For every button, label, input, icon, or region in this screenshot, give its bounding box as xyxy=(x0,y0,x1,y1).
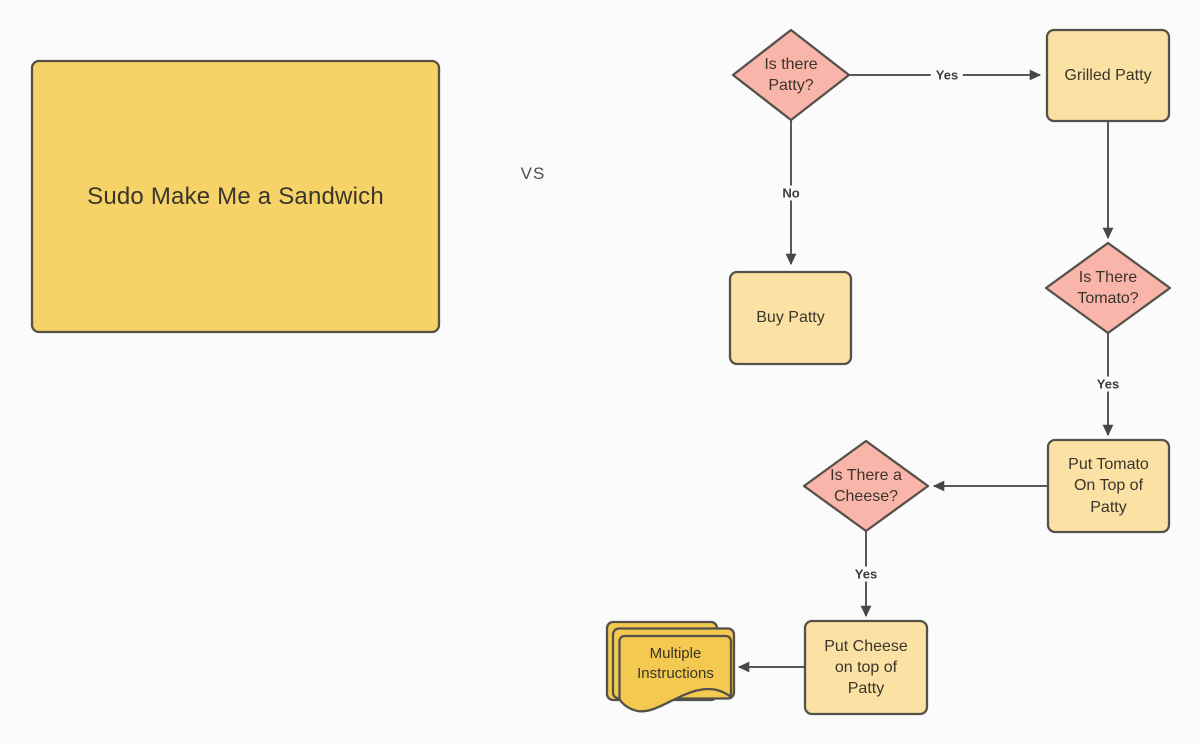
edge-label-patty-no: No xyxy=(777,185,805,201)
put-cheese-label: Put Cheese on top of Patty xyxy=(824,637,908,698)
node-is-there-patty xyxy=(731,28,851,122)
is-there-patty-label: Is there Patty? xyxy=(764,55,818,94)
edge-label-patty-yes: Yes xyxy=(930,67,964,83)
node-is-there-tomato xyxy=(1044,241,1172,335)
edge-label-cheese-yes: Yes xyxy=(849,566,883,582)
is-there-tomato-label: Is There Tomato? xyxy=(1077,268,1139,307)
is-there-cheese-label: Is There a Cheese? xyxy=(830,466,902,505)
edge-label-tomato-yes: Yes xyxy=(1091,376,1125,392)
shapes-group xyxy=(30,28,1172,716)
node-put-tomato xyxy=(1046,438,1171,534)
document-front-page-icon xyxy=(618,634,733,713)
buy-patty-label: Buy Patty xyxy=(756,309,825,327)
node-is-there-cheese xyxy=(802,439,930,533)
node-sudo-box xyxy=(30,59,441,334)
node-multiple-instructions xyxy=(605,620,736,713)
put-tomato-label: Put Tomato On Top of Patty xyxy=(1068,456,1149,516)
sudo-box-label: Sudo Make Me a Sandwich xyxy=(87,182,384,210)
grilled-patty-label: Grilled Patty xyxy=(1064,66,1152,84)
multiple-instructions-label: Multiple Instructions xyxy=(637,645,714,682)
node-put-cheese xyxy=(803,619,929,716)
vs-label: VS xyxy=(520,164,546,183)
node-buy-patty xyxy=(728,270,853,366)
edges-group xyxy=(737,69,1114,673)
node-grilled-patty xyxy=(1045,28,1171,123)
